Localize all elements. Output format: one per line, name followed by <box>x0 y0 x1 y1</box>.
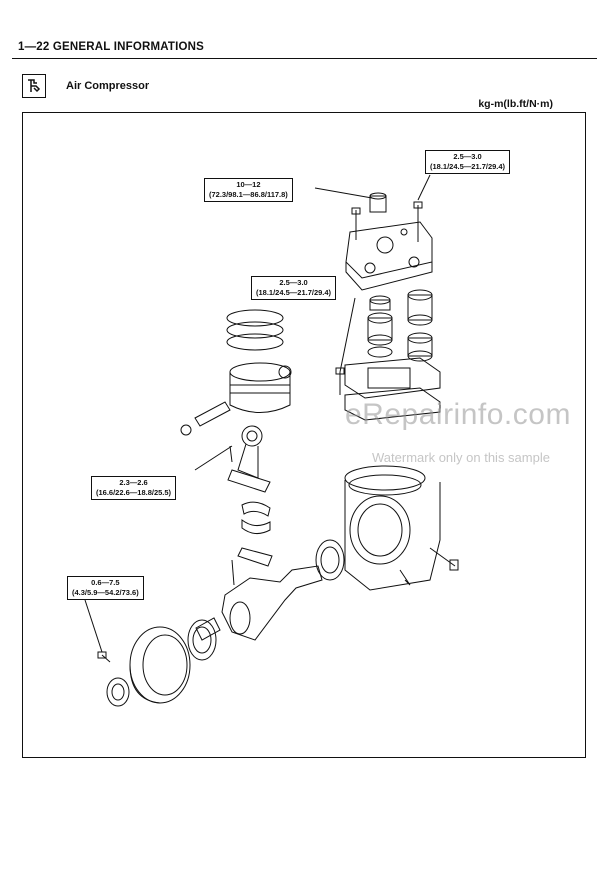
spec-detail: (4.3/5.9—54.2/73.6) <box>72 588 139 597</box>
watermark-text: eRepairinfo.com <box>345 398 571 431</box>
spec-detail: (18.1/24.5—21.7/29.4) <box>256 288 332 297</box>
spec-value: 2.5—3.0 <box>453 152 482 161</box>
wrench-torque-icon <box>22 74 46 98</box>
spec-value: 2.5—3.0 <box>279 278 308 287</box>
spec-cylinder-head-bolt: 2.5—3.0 (18.1/24.5—21.7/29.4) <box>425 150 511 174</box>
page-header: 1—22 GENERAL INFORMATIONS <box>12 40 597 59</box>
spec-detail: (16.6/22.6—18.8/25.5) <box>96 488 172 497</box>
watermark-subtext: Watermark only on this sample <box>372 450 550 465</box>
spec-detail: (18.1/24.5—21.7/29.4) <box>430 162 506 171</box>
page-title: 1—22 GENERAL INFORMATIONS <box>18 41 205 53</box>
spec-delivery-fitting: 10—12 (72.3/98.1—86.8/117.8) <box>204 178 293 202</box>
spec-connecting-rod-bolt: 2.3—2.6 (16.6/22.6—18.8/25.5) <box>91 476 177 500</box>
spec-value: 0.6—7.5 <box>91 578 120 587</box>
spec-value: 2.3—2.6 <box>119 478 148 487</box>
spec-valve-plate-bolt: 2.5—3.0 (18.1/24.5—21.7/29.4) <box>251 276 337 300</box>
diagram-frame <box>22 112 586 758</box>
spec-value: 10—12 <box>236 180 261 189</box>
torque-units: kg-m(lb.ft/N·m) <box>478 98 553 110</box>
spec-end-cover-bolt: 0.6—7.5 (4.3/5.9—54.2/73.6) <box>67 576 144 600</box>
section-title: Air Compressor <box>66 80 150 92</box>
spec-detail: (72.3/98.1—86.8/117.8) <box>209 190 288 199</box>
